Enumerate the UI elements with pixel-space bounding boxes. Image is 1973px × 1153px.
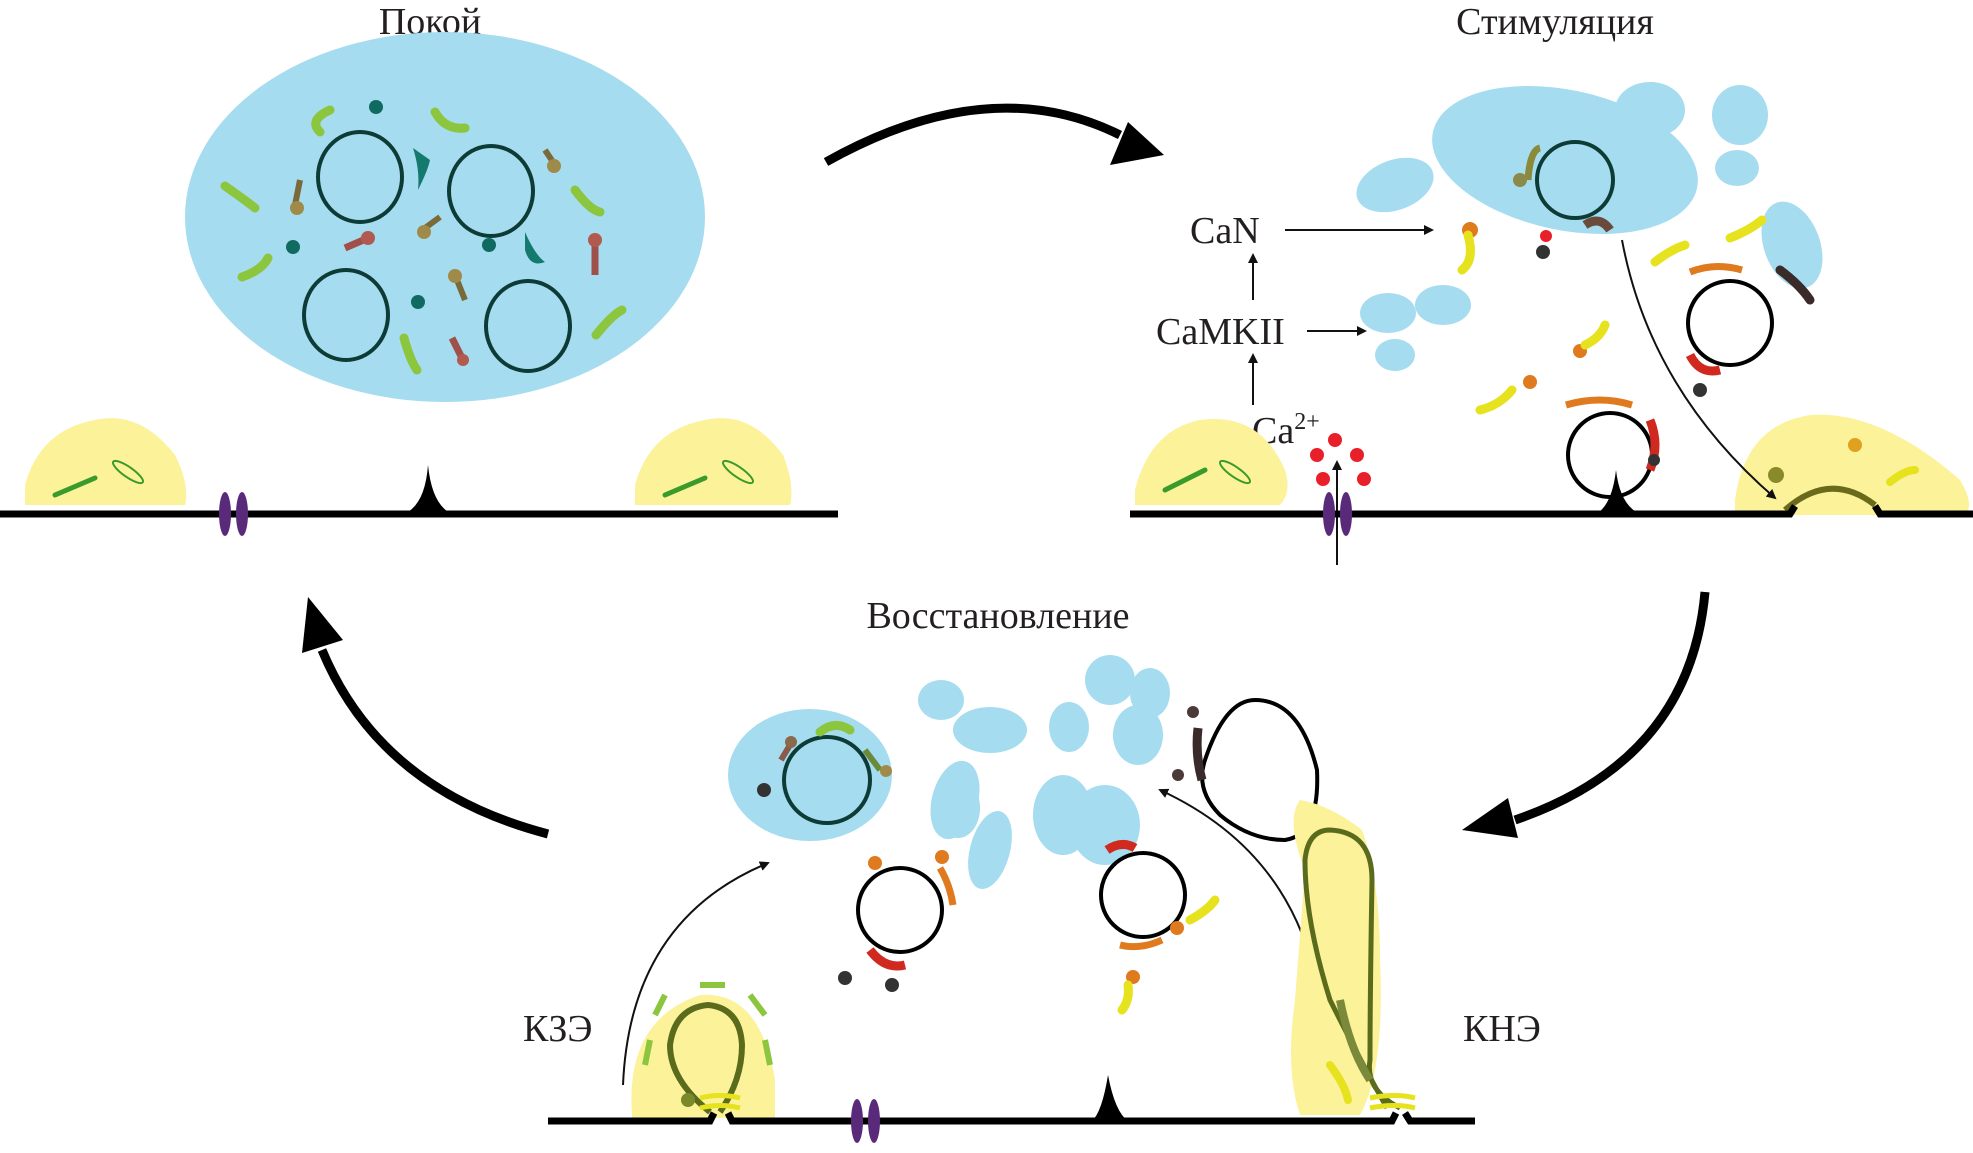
synapsin-rods — [220, 105, 627, 375]
arrow-cde-to-condensate — [622, 861, 770, 1086]
synaptic-vesicle — [1535, 140, 1615, 220]
docked-vesicle — [1566, 411, 1654, 499]
recycling-vesicle — [1200, 697, 1320, 843]
calcium-ions — [1310, 433, 1371, 486]
panel-recovery: КЗЭ КНЭ — [523, 655, 1541, 1143]
plasma-membrane — [548, 1111, 1475, 1125]
calcium-channel — [219, 492, 231, 536]
dispersed-condensate-droplets — [918, 655, 1170, 889]
cycle-arrow-stimulation-to-recovery — [1462, 591, 1710, 838]
protein-dot — [369, 100, 383, 114]
cycle-arrow-rest-to-stimulation — [823, 103, 1164, 166]
stage-title-recovery: Восстановление — [866, 595, 1129, 637]
label-clathrin-dependent-endocytosis: КЗЭ — [523, 1008, 592, 1050]
synaptic-vesicle — [484, 279, 572, 373]
protein-clubs — [290, 148, 602, 366]
active-zone-cloud — [25, 418, 187, 505]
dense-projection — [1596, 470, 1640, 514]
dense-projection — [404, 465, 452, 514]
calcium-channel — [1323, 492, 1335, 536]
active-zone-cloud — [635, 418, 792, 505]
label-calcineurin: CaN — [1190, 210, 1260, 252]
synapsin-condensate — [185, 32, 705, 402]
panel-stimulation: CaN CaMKII Ca2+ — [1130, 82, 1973, 565]
label-clathrin-independent-endocytosis: КНЭ — [1463, 1008, 1541, 1050]
synaptic-vesicle — [447, 144, 535, 238]
calcium-channel — [851, 1099, 863, 1143]
clathrin-independent-tubule-cloud — [1291, 800, 1381, 1115]
arrow-exocytosis — [1621, 239, 1777, 500]
protein-dot — [286, 240, 300, 254]
vesicle-undocking — [856, 866, 944, 954]
dense-projection — [1092, 1075, 1128, 1121]
synaptic-vesicle — [782, 735, 872, 825]
synaptic-vesicle — [302, 268, 390, 362]
stage-title-stimulation: Стимуляция — [1456, 1, 1654, 43]
label-camkii: CaMKII — [1156, 311, 1285, 353]
vesicle-undocking — [1099, 851, 1187, 939]
docked-vesicle — [1686, 279, 1774, 367]
cycle-arrow-recovery-to-rest — [302, 597, 550, 839]
protein-dot — [482, 238, 496, 252]
synaptic-vesicle — [316, 130, 404, 224]
protein-dot — [411, 295, 425, 309]
panel-rest — [0, 32, 838, 536]
